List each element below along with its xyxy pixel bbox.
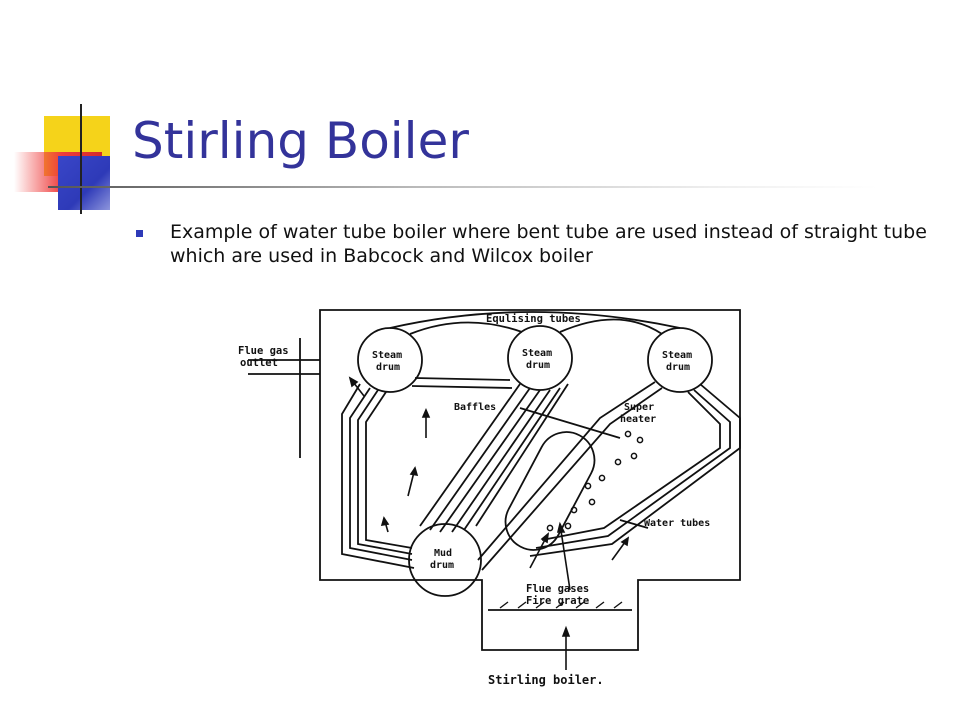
label-steam-drum-2a: Steam [522, 348, 552, 359]
label-heater: heater [620, 414, 656, 425]
bullet-text: Example of water tube boiler where bent … [170, 221, 927, 267]
label-steam-drum-1a: Steam [372, 350, 402, 361]
decor-blue-square [58, 156, 110, 210]
label-steam-drum-2b: drum [526, 360, 550, 371]
baffles-pointer [519, 407, 621, 439]
middle-tube-4 [451, 389, 551, 533]
right-tube-5 [541, 391, 721, 541]
left-tube-3 [365, 391, 413, 549]
tube-holes [546, 430, 644, 532]
equalising-tube-3 [389, 311, 681, 329]
fire-grate-arrows [499, 601, 623, 609]
cross-tube-2 [411, 385, 513, 389]
label-water-tubes: Water tubes [644, 518, 710, 529]
right-tube-4 [535, 389, 731, 549]
boiler-casing [319, 309, 741, 651]
decor-vertical-line [80, 104, 82, 214]
label-steam-drum-3a: Steam [662, 350, 692, 361]
label-steam-drum-3b: drum [666, 362, 690, 373]
label-flue-gas: Flue gas [238, 345, 289, 357]
equalising-tube-1 [409, 321, 523, 335]
right-tube-3 [529, 383, 741, 557]
middle-tube-3 [439, 389, 541, 533]
middle-tube-2 [429, 387, 531, 531]
left-tube-1 [349, 387, 413, 561]
label-mud: Mud [434, 548, 452, 559]
label-equalising-tubes: Equlising tubes [486, 313, 581, 325]
bullet-item: Example of water tube boiler where bent … [132, 220, 932, 268]
slide-title: Stirling Boiler [132, 112, 469, 170]
stirling-boiler-diagram: Equlising tubes Flue gas outlet Steam dr… [238, 309, 741, 687]
label-fire-grate: Fire grate [526, 595, 589, 607]
gas-arrows [348, 376, 630, 670]
super-heater [504, 431, 596, 551]
bullet-square-icon [136, 230, 143, 237]
label-flue-gases: Flue gases [526, 583, 589, 595]
cross-tube-1 [414, 377, 511, 381]
middle-tube-1 [419, 383, 521, 527]
title-underline [48, 186, 878, 188]
left-tube-4 [341, 383, 415, 569]
left-tube-2 [357, 389, 413, 555]
middle-tube-6 [475, 383, 569, 527]
right-tube-2 [481, 387, 663, 571]
label-baffles: Baffles [454, 402, 496, 413]
water-tubes-pointer [619, 519, 649, 529]
equalising-tube-2 [559, 318, 663, 335]
label-mud-drum: drum [430, 560, 454, 571]
label-super: Super [624, 402, 654, 413]
label-steam-drum-1b: drum [376, 362, 400, 373]
middle-tube-5 [463, 387, 561, 531]
right-tube-1 [477, 381, 656, 561]
bullet-list: Example of water tube boiler where bent … [132, 220, 932, 268]
label-outlet: outlet [240, 357, 278, 369]
diagram-caption: Stirling boiler. [488, 673, 604, 687]
